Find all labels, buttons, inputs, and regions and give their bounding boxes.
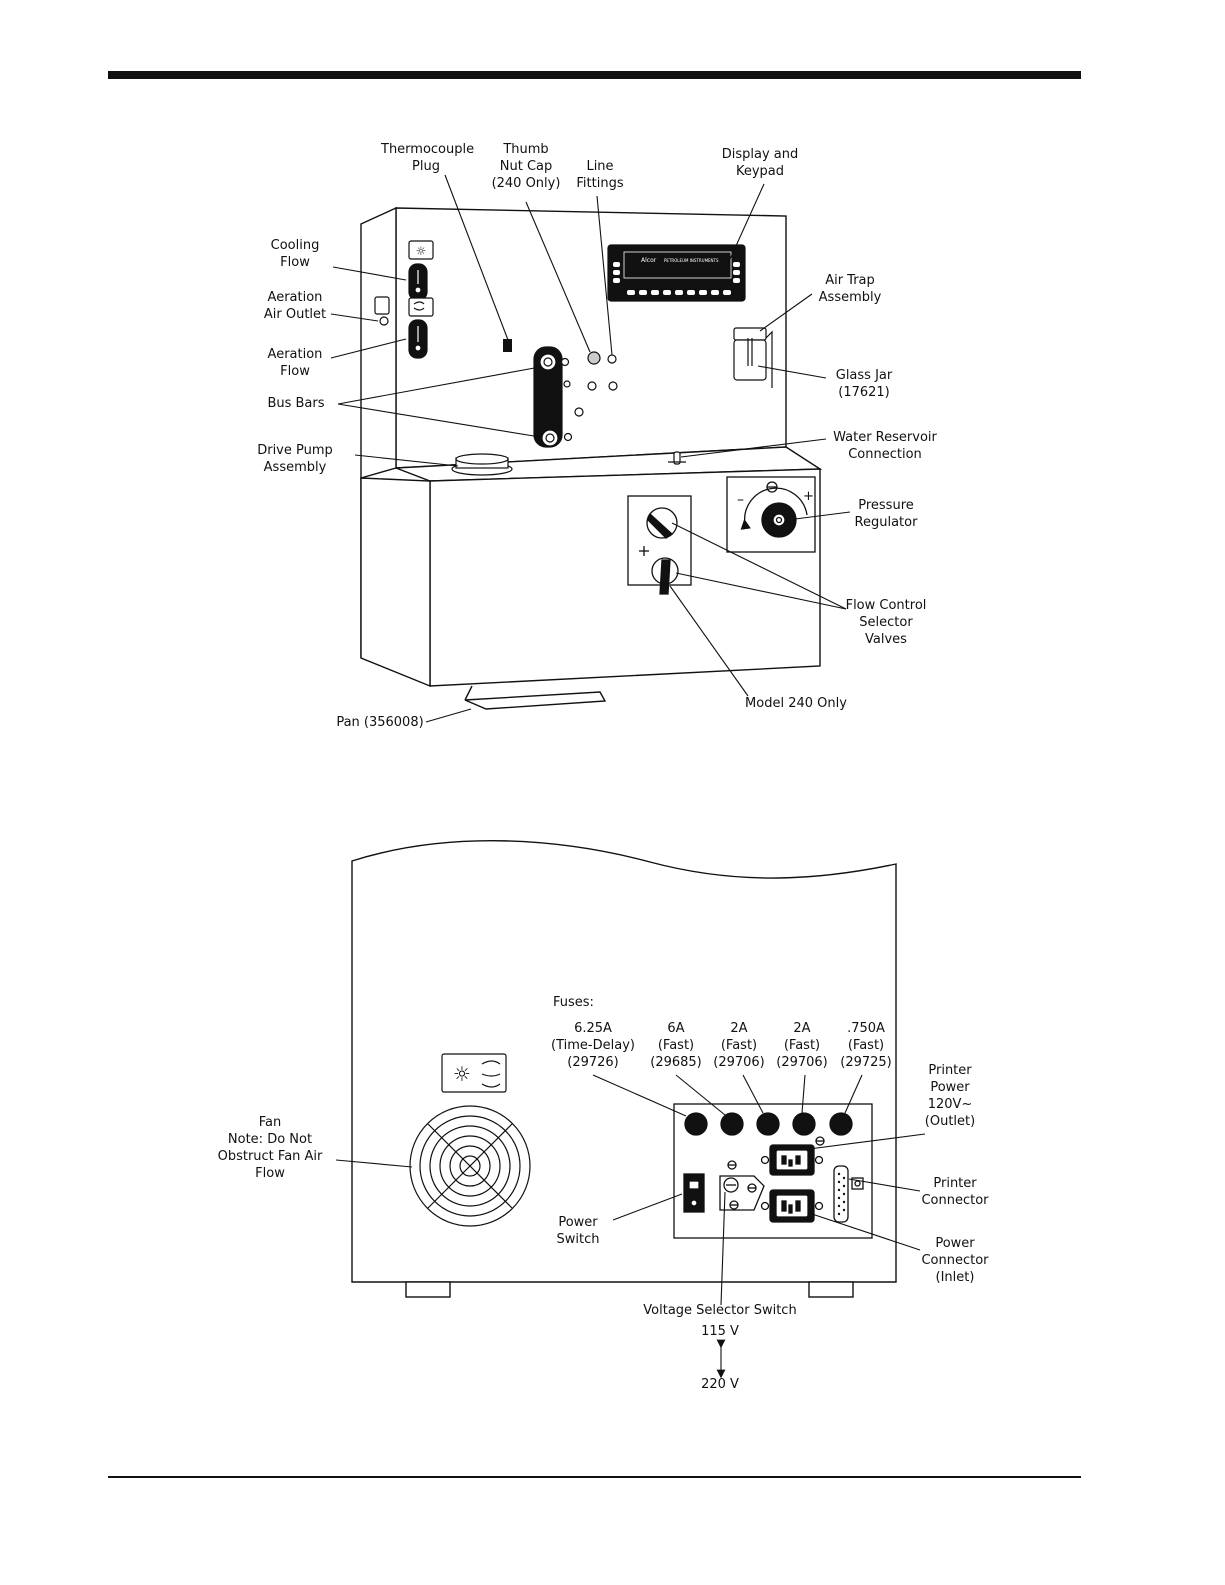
label-power-connector: Power Connector (Inlet)	[921, 1236, 989, 1285]
label-pressure-regulator: Pressure Regulator	[854, 498, 918, 530]
label-fuse-4: 2A (Fast) (29706)	[776, 1021, 828, 1070]
display-keypad: Alcor PETROLEUM INSTRUMENTS	[607, 244, 746, 302]
label-voltage-selector: Voltage Selector Switch	[643, 1303, 797, 1318]
label-glass-jar: Glass Jar (17621)	[835, 368, 893, 400]
thermocouple-plug	[503, 339, 512, 352]
front-leaders	[330, 174, 851, 723]
cooling-flow-meter: ☼	[408, 240, 434, 301]
label-aeration-air-outlet: Aeration Air Outlet	[263, 290, 327, 322]
label-pan: Pan (356008)	[336, 715, 424, 730]
display-brand: Alcor	[641, 257, 657, 264]
label-thumb-nut-cap: Thumb Nut Cap (240 Only)	[491, 142, 561, 191]
bus-bars	[533, 346, 573, 448]
line-fittings	[563, 351, 618, 417]
label-fuse-1: 6.25A (Time-Delay) (29726)	[551, 1021, 635, 1070]
label-fuse-2: 6A (Fast) (29685)	[650, 1021, 702, 1070]
label-printer-power: Printer Power 120V~ (Outlet)	[924, 1063, 976, 1129]
front-unit	[360, 206, 823, 710]
svg-text:+: +	[803, 489, 814, 504]
label-fan: Fan Note: Do Not Obstruct Fan Air Flow	[217, 1115, 323, 1181]
pressure-regulator: – +	[726, 476, 816, 553]
svg-text:☼: ☼	[453, 1062, 471, 1086]
aeration-flow-meter	[374, 296, 434, 359]
label-air-trap: Air Trap Assembly	[818, 273, 882, 305]
water-reservoir-fitting	[668, 451, 686, 465]
label-power-switch: Power Switch	[556, 1215, 600, 1247]
rear-connector-panel	[673, 1103, 873, 1239]
label-thermocouple-plug: Thermocouple Plug	[381, 142, 475, 174]
bottom-rule	[108, 1476, 1081, 1478]
label-bus-bars: Bus Bars	[267, 396, 325, 411]
label-line-fittings: Line Fittings	[576, 159, 624, 191]
label-printer-connector: Printer Connector	[921, 1176, 989, 1208]
label-flow-control-valves: Flow Control Selector Valves	[845, 598, 927, 647]
rear-leaders	[335, 1074, 926, 1379]
svg-text:☼: ☼	[416, 244, 427, 258]
fan: ☼	[409, 1053, 531, 1227]
label-115v: 115 V	[701, 1324, 739, 1339]
label-water-reservoir: Water Reservoir Connection	[833, 430, 937, 462]
label-cooling-flow: Cooling Flow	[270, 238, 320, 270]
label-aeration-flow: Aeration Flow	[267, 347, 323, 379]
svg-text:–: –	[737, 492, 744, 508]
label-fuse-3: 2A (Fast) (29706)	[713, 1021, 765, 1070]
label-model-240: Model 240 Only	[745, 696, 847, 711]
label-220v: 220 V	[701, 1377, 739, 1392]
label-display-keypad: Display and Keypad	[721, 147, 799, 179]
top-rule	[108, 71, 1081, 79]
air-trap-jar	[733, 327, 773, 388]
flow-control-valves	[627, 495, 692, 595]
label-fuse-5: .750A (Fast) (29725)	[840, 1021, 892, 1070]
label-drive-pump: Drive Pump Assembly	[257, 443, 333, 475]
display-caption: PETROLEUM INSTRUMENTS	[664, 258, 719, 263]
label-fuses-title: Fuses:	[553, 995, 594, 1010]
drive-pump	[451, 453, 513, 476]
